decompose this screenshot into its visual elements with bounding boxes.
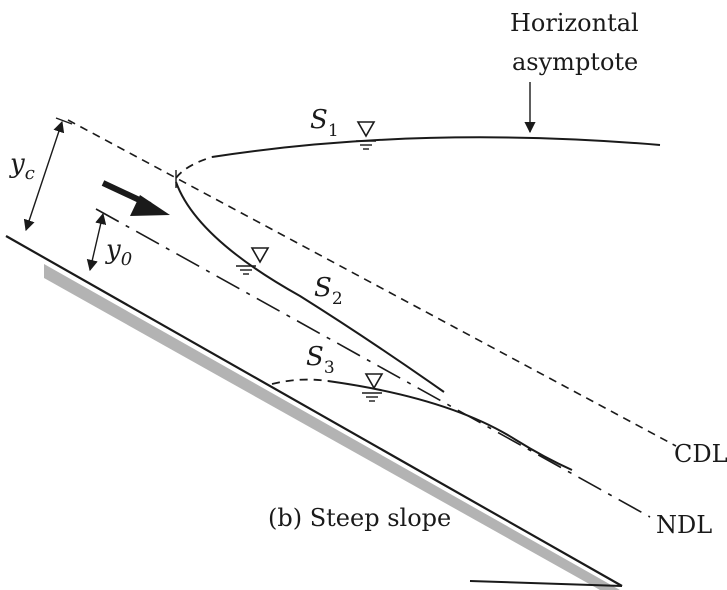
- asymptote-label-line1: Horizontal: [510, 9, 639, 37]
- water-surface-triangle-icon: [236, 247, 270, 275]
- y0-label: y0: [105, 235, 132, 270]
- y0-dimension: [86, 212, 107, 272]
- water-surface-triangle-icon: [356, 121, 376, 150]
- s2-profile: [175, 181, 445, 393]
- channel-bed: [5, 235, 623, 587]
- s1-profile-dashed: [175, 156, 213, 179]
- diagram-caption: (b) Steep slope: [268, 504, 451, 532]
- s1-label: S1: [310, 105, 339, 141]
- yc-label: yc: [9, 149, 35, 184]
- s3-profile: [327, 380, 573, 471]
- water-surface-triangle-icon: [362, 373, 384, 402]
- ndl-label: NDL: [656, 511, 712, 539]
- critical-depth-line: [67, 119, 677, 447]
- yc-dimension: [23, 120, 65, 232]
- yc-tick-top: [55, 117, 73, 125]
- normal-depth-line: [95, 208, 651, 518]
- s1-profile: [211, 136, 661, 158]
- s3-profile-dashed: [271, 378, 329, 385]
- s2-label: S2: [314, 273, 343, 309]
- cdl-label: CDL: [674, 440, 727, 468]
- bottom-right-line: [469, 580, 623, 587]
- s3-label: S3: [306, 342, 335, 378]
- bed-shading: [44, 264, 620, 590]
- flow-direction-arrow-icon: [101, 180, 170, 216]
- asymptote-label-line2: asymptote: [512, 48, 638, 76]
